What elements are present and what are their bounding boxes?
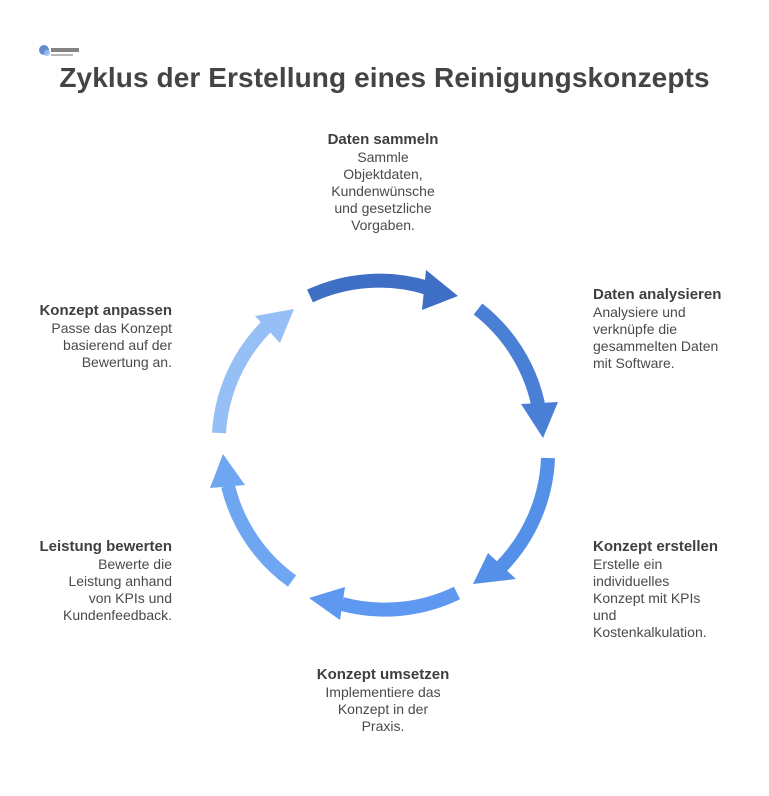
step-title: Konzept erstellen [593,538,719,555]
step-description: Erstelle ein individuelles Konzept mit K… [593,556,707,640]
step-description: Bewerte die Leistung anhand von KPIs und… [63,556,172,623]
step-leistung-bewerten: Leistung bewerten Bewerte die Leistung a… [20,537,172,624]
cycle-arrow-3 [473,457,555,584]
step-daten-analysieren: Daten analysieren Analysiere und verknüp… [593,285,763,372]
step-daten-sammeln: Daten sammeln Sammle Objektdaten, Kunden… [300,130,466,234]
step-konzept-anpassen: Konzept anpassen Passe das Konzept basie… [20,301,172,371]
step-description: Implementiere das Konzept in der Praxis. [325,684,441,734]
cycle-arrow-2 [473,303,558,438]
step-title: Daten sammeln [327,131,439,148]
step-title: Konzept anpassen [39,302,172,319]
step-description: Passe das Konzept basierend auf der Bewe… [51,320,172,370]
step-konzept-umsetzen: Konzept umsetzen Implementiere das Konze… [290,665,476,735]
step-description: Analysiere und verknüpfe die gesammelten… [593,304,719,371]
cycle-arrow-5 [210,454,297,587]
logo [39,45,79,56]
cycle-arrow-6 [212,309,294,434]
step-konzept-erstellen: Konzept erstellen Erstelle ein individue… [593,537,763,641]
step-title: Daten analysieren [593,286,722,303]
step-title: Leistung bewerten [39,538,172,555]
step-description: Sammle Objektdaten, Kundenwünsche und ge… [331,149,435,233]
step-title: Konzept umsetzen [316,666,450,683]
cycle-arrow-4 [309,586,461,620]
diagram-title: Zyklus der Erstellung eines Reinigungsko… [59,62,710,93]
cycle-arrow-1 [307,270,458,310]
